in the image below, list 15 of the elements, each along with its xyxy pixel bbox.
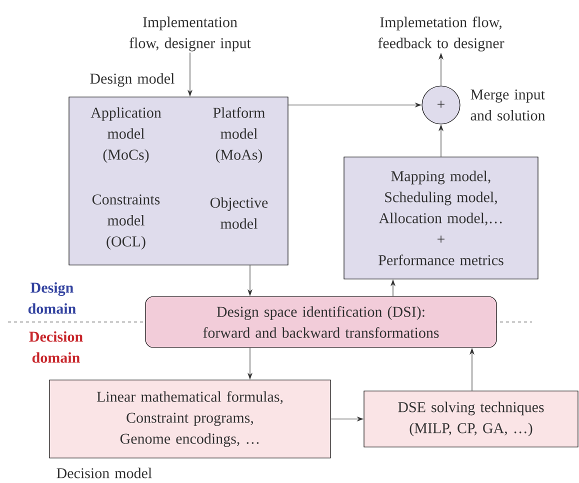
node-label: Design model xyxy=(90,73,174,87)
model-label: Platform model (MoAs) xyxy=(213,107,266,163)
domain-label: Design domain xyxy=(28,282,76,314)
model-label: Objective model xyxy=(210,197,268,229)
dse-box: DSE solving techniques (MILP, CP, GA, …) xyxy=(364,390,578,448)
flow-text: Implemetation flow, feedback to designer xyxy=(378,16,504,52)
flow-text: Implementation flow, designer input xyxy=(130,16,251,52)
mapping-box: Mapping model, Scheduling model, Allocation model,… + Performance metrics xyxy=(344,156,538,280)
dsi-box: Design space identification (DSI): forward and backward transformations xyxy=(145,296,497,348)
node-label: Decision model xyxy=(56,468,152,478)
model-label: Application model (MoCs) xyxy=(90,107,162,163)
domain-label: Decision domain xyxy=(29,331,83,363)
model-label: Constraints model (OCL) xyxy=(92,194,160,250)
decision-model-box: Linear mathematical formulas, Constraint programs, Genome encodings, … xyxy=(49,380,331,458)
node-label: Merge input and solution xyxy=(470,89,546,121)
